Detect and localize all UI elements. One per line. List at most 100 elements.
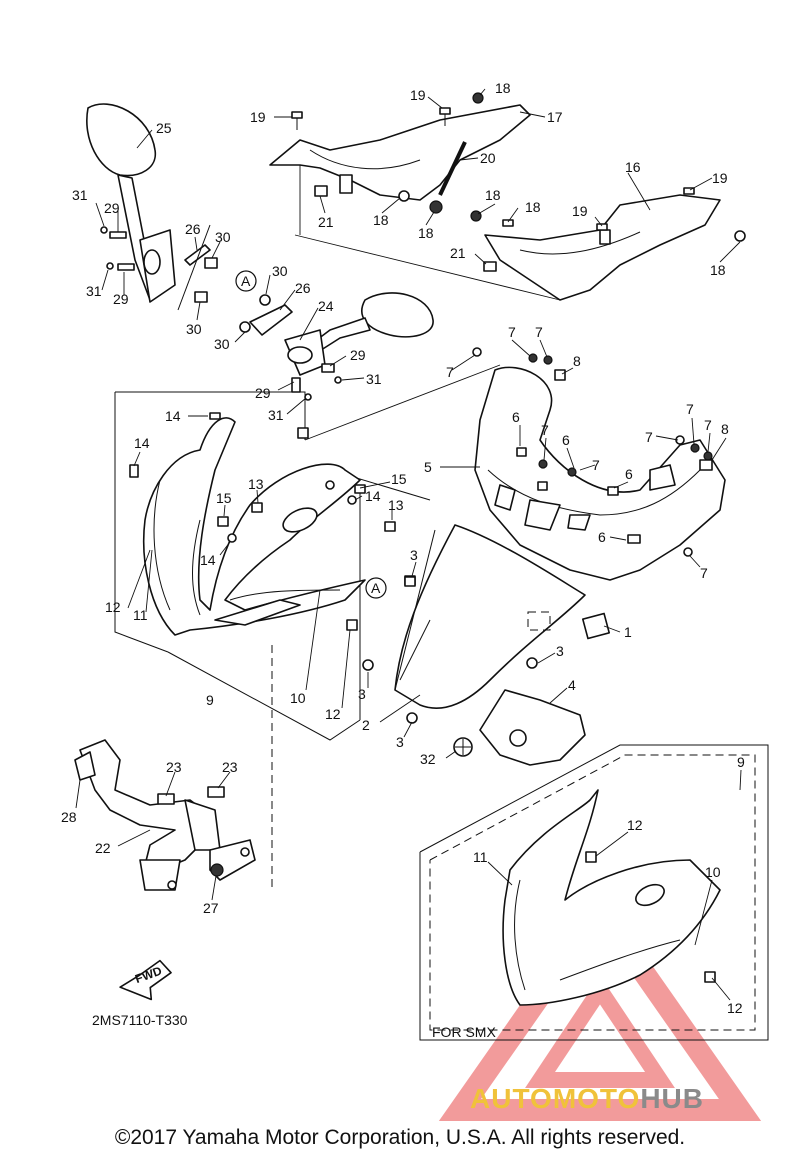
label-13: 13 — [388, 497, 404, 513]
label-30: 30 — [272, 263, 288, 279]
label-6: 6 — [512, 409, 520, 425]
label-29: 29 — [255, 385, 271, 401]
label-29: 29 — [104, 200, 120, 216]
label-16: 16 — [625, 159, 641, 175]
label-19: 19 — [250, 109, 266, 125]
label-6: 6 — [598, 529, 606, 545]
label-14: 14 — [365, 488, 381, 504]
label-15: 15 — [391, 471, 407, 487]
label-29: 29 — [113, 291, 129, 307]
label-23: 23 — [222, 759, 238, 775]
label-30: 30 — [215, 229, 231, 245]
label-12: 12 — [105, 599, 121, 615]
label-7: 7 — [686, 401, 694, 417]
label-12: 12 — [727, 1000, 743, 1016]
bracket-4 — [479, 689, 586, 766]
label-30: 30 — [186, 321, 202, 337]
nut-30d — [259, 294, 271, 306]
label-14: 14 — [200, 552, 216, 568]
label-7: 7 — [508, 324, 516, 340]
label-3: 3 — [410, 547, 418, 563]
label-23: 23 — [166, 759, 182, 775]
label-31: 31 — [72, 187, 88, 203]
label-3: 3 — [358, 686, 366, 702]
label-11: 11 — [133, 607, 148, 623]
copyright-footer: ©2017 Yamaha Motor Corporation, U.S.A. A… — [114, 1126, 686, 1149]
gasket-left — [184, 244, 211, 266]
washer-31c — [304, 393, 312, 401]
label-19: 19 — [712, 170, 728, 186]
diagram-code: 2MS7110-T330 — [92, 1012, 188, 1028]
label-3: 3 — [396, 734, 404, 750]
callout-a-lower: A — [365, 577, 387, 599]
watermark-text: AUTOMOTOHUB — [470, 1083, 704, 1114]
label-9: 9 — [737, 754, 745, 770]
bolt-29a — [109, 231, 127, 239]
label-19: 19 — [572, 203, 588, 219]
label-5: 5 — [424, 459, 432, 475]
label-24: 24 — [318, 298, 334, 314]
callout-a-upper: A — [235, 270, 257, 292]
fwd-arrow: FWD — [119, 959, 172, 1001]
smx-variant-box — [419, 744, 769, 1041]
label-10: 10 — [290, 690, 306, 706]
label-7: 7 — [704, 417, 712, 433]
gasket-right — [249, 304, 293, 336]
label-1: 1 — [624, 624, 632, 640]
nut-30b — [194, 291, 208, 303]
inner-cowl-5 — [474, 366, 726, 581]
label-7: 7 — [645, 429, 653, 445]
label-26: 26 — [185, 221, 201, 237]
label-2: 2 — [362, 717, 370, 733]
leader-lines — [75, 88, 742, 1001]
label-31: 31 — [268, 407, 284, 423]
label-21: 21 — [318, 214, 334, 230]
label-18: 18 — [495, 80, 511, 96]
label-17: 17 — [547, 109, 563, 125]
svg-text:A: A — [241, 273, 251, 289]
inner-panel-17 — [269, 104, 531, 201]
label-14: 14 — [165, 408, 181, 424]
label-18: 18 — [525, 199, 541, 215]
label-22: 22 — [95, 840, 111, 856]
label-4: 4 — [568, 677, 576, 693]
watermark-logo — [438, 890, 762, 1121]
fasteners-top — [291, 92, 746, 272]
label-18: 18 — [710, 262, 726, 278]
windshield-2 — [362, 524, 611, 724]
fasteners-side — [129, 412, 416, 631]
label-20: 20 — [480, 150, 496, 166]
label-25: 25 — [156, 120, 172, 136]
label-19: 19 — [410, 87, 426, 103]
side-cowl-11 — [142, 417, 366, 636]
label-6: 6 — [625, 466, 633, 482]
bolt-29c — [291, 377, 301, 393]
label-11: 11 — [473, 849, 488, 865]
label-7: 7 — [700, 565, 708, 581]
washer-31d — [334, 376, 342, 384]
svg-text:A: A — [371, 580, 381, 596]
label-10: 10 — [705, 864, 721, 880]
bolt-29d — [321, 363, 335, 373]
label-31: 31 — [86, 283, 102, 299]
grommet-32 — [453, 737, 473, 757]
group-line-9 — [114, 392, 169, 653]
label-8: 8 — [721, 421, 729, 437]
label-21: 21 — [450, 245, 466, 261]
label-14: 14 — [134, 435, 150, 451]
bolt-29b — [117, 263, 135, 271]
mirror-left — [86, 103, 176, 303]
label-31: 31 — [366, 371, 382, 387]
strip-20 — [438, 141, 467, 196]
label-13: 13 — [248, 476, 264, 492]
label-3: 3 — [556, 643, 564, 659]
label-7: 7 — [446, 364, 454, 380]
label-12: 12 — [627, 817, 643, 833]
part-numbers: 25 31 29 26 30 31 29 30 30 26 24 30 29 3… — [61, 80, 745, 1016]
stay-22 — [74, 739, 256, 891]
label-7: 7 — [592, 457, 600, 473]
clip-panel16 — [599, 229, 611, 245]
nut-30c — [239, 321, 251, 333]
label-7: 7 — [535, 324, 543, 340]
